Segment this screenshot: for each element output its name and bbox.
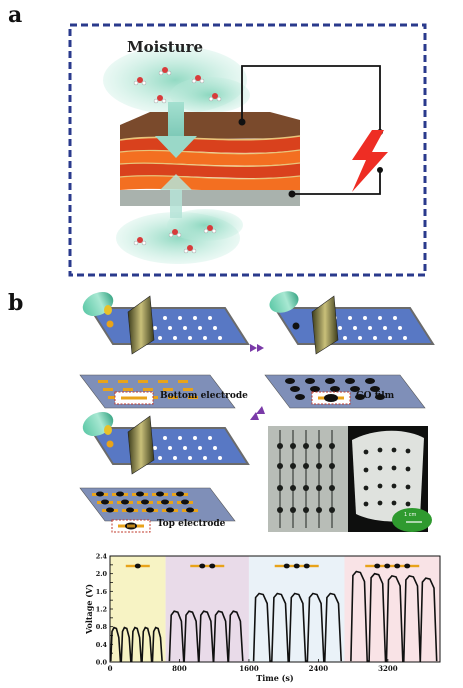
go-unit-dot-icon (303, 563, 310, 569)
lightning-bolt-icon (352, 130, 388, 192)
voltage-trace-segment (168, 610, 244, 662)
go-layer-stack (119, 112, 301, 206)
bottom-electrode-label: Bottom electrode (160, 391, 248, 401)
device-photo (268, 426, 432, 532)
moisture-arrow-up (160, 174, 192, 218)
circuit-wires (241, 65, 381, 195)
moisture-cloud-bottom (116, 209, 243, 264)
moisture-label: Moisture (127, 38, 204, 56)
y-tick-label: 1.2 (96, 606, 107, 614)
y-axis-label: Voltage (V) (84, 584, 94, 635)
go-unit-dot-icon (384, 563, 391, 569)
y-tick-label: 0.4 (96, 641, 108, 649)
series-unit-icon (365, 564, 420, 568)
go-unit-dot-icon (283, 563, 290, 569)
x-tick-label: 0 (108, 664, 113, 673)
photo-scale-bar-label: 1 cm (404, 512, 417, 518)
x-tick-label: 2400 (309, 664, 329, 673)
y-tick-label: 2.4 (96, 553, 108, 561)
y-tick-label: 0.8 (96, 623, 108, 631)
top-electrode-legend-icon (111, 519, 151, 533)
y-tick-label: 1.6 (96, 588, 108, 596)
x-tick-label: 1600 (239, 664, 259, 673)
go-unit-dot-icon (134, 563, 141, 569)
y-tick-label: 2.0 (96, 570, 108, 578)
y-tick-label: 0.0 (96, 659, 108, 667)
go-unit-dot-icon (404, 563, 411, 569)
segment-background (110, 556, 166, 662)
step-bottom-electrode (79, 291, 250, 409)
panel-a-diagram (68, 23, 427, 277)
go-unit-dot-icon (199, 563, 206, 569)
go-film-legend-icon (311, 391, 351, 405)
panel-a-letter: a (8, 2, 23, 28)
go-unit-dot-icon (394, 563, 401, 569)
series-unit-icon (190, 564, 225, 568)
x-tick-label: 800 (172, 664, 187, 673)
moisture-arrow-down (155, 102, 197, 158)
voltage-trace-segment (252, 592, 342, 662)
step-top-electrode (79, 411, 250, 522)
moisture-cloud-top (103, 46, 250, 114)
voltage-trace-segment (110, 626, 163, 662)
voltage-chart: 0.0 0.4 0.8 1.2 1.6 2.0 2.4 0 800 1600 2400 3200Tim… (84, 553, 441, 683)
go-film-label: GO film (356, 391, 395, 401)
voltage-trace-segment (350, 570, 438, 662)
go-unit-dot-icon (293, 563, 300, 569)
process-arrow-down-left (250, 406, 265, 420)
go-unit-dot-icon (374, 563, 381, 569)
panel-b-process-diagram (79, 291, 435, 533)
process-arrow-right (250, 344, 264, 352)
top-electrode-label: Top electrode (157, 519, 226, 529)
x-tick-label: 3200 (378, 664, 398, 673)
segment-background (165, 556, 249, 662)
step-go-film (264, 291, 435, 409)
go-unit-dot-icon (209, 563, 216, 569)
segment-background (248, 556, 345, 662)
panel-b-letter: b (8, 290, 24, 316)
panel-a-frame (68, 23, 427, 277)
bottom-electrode-legend-icon (114, 391, 154, 405)
x-axis-label: Time (s) (256, 673, 294, 683)
